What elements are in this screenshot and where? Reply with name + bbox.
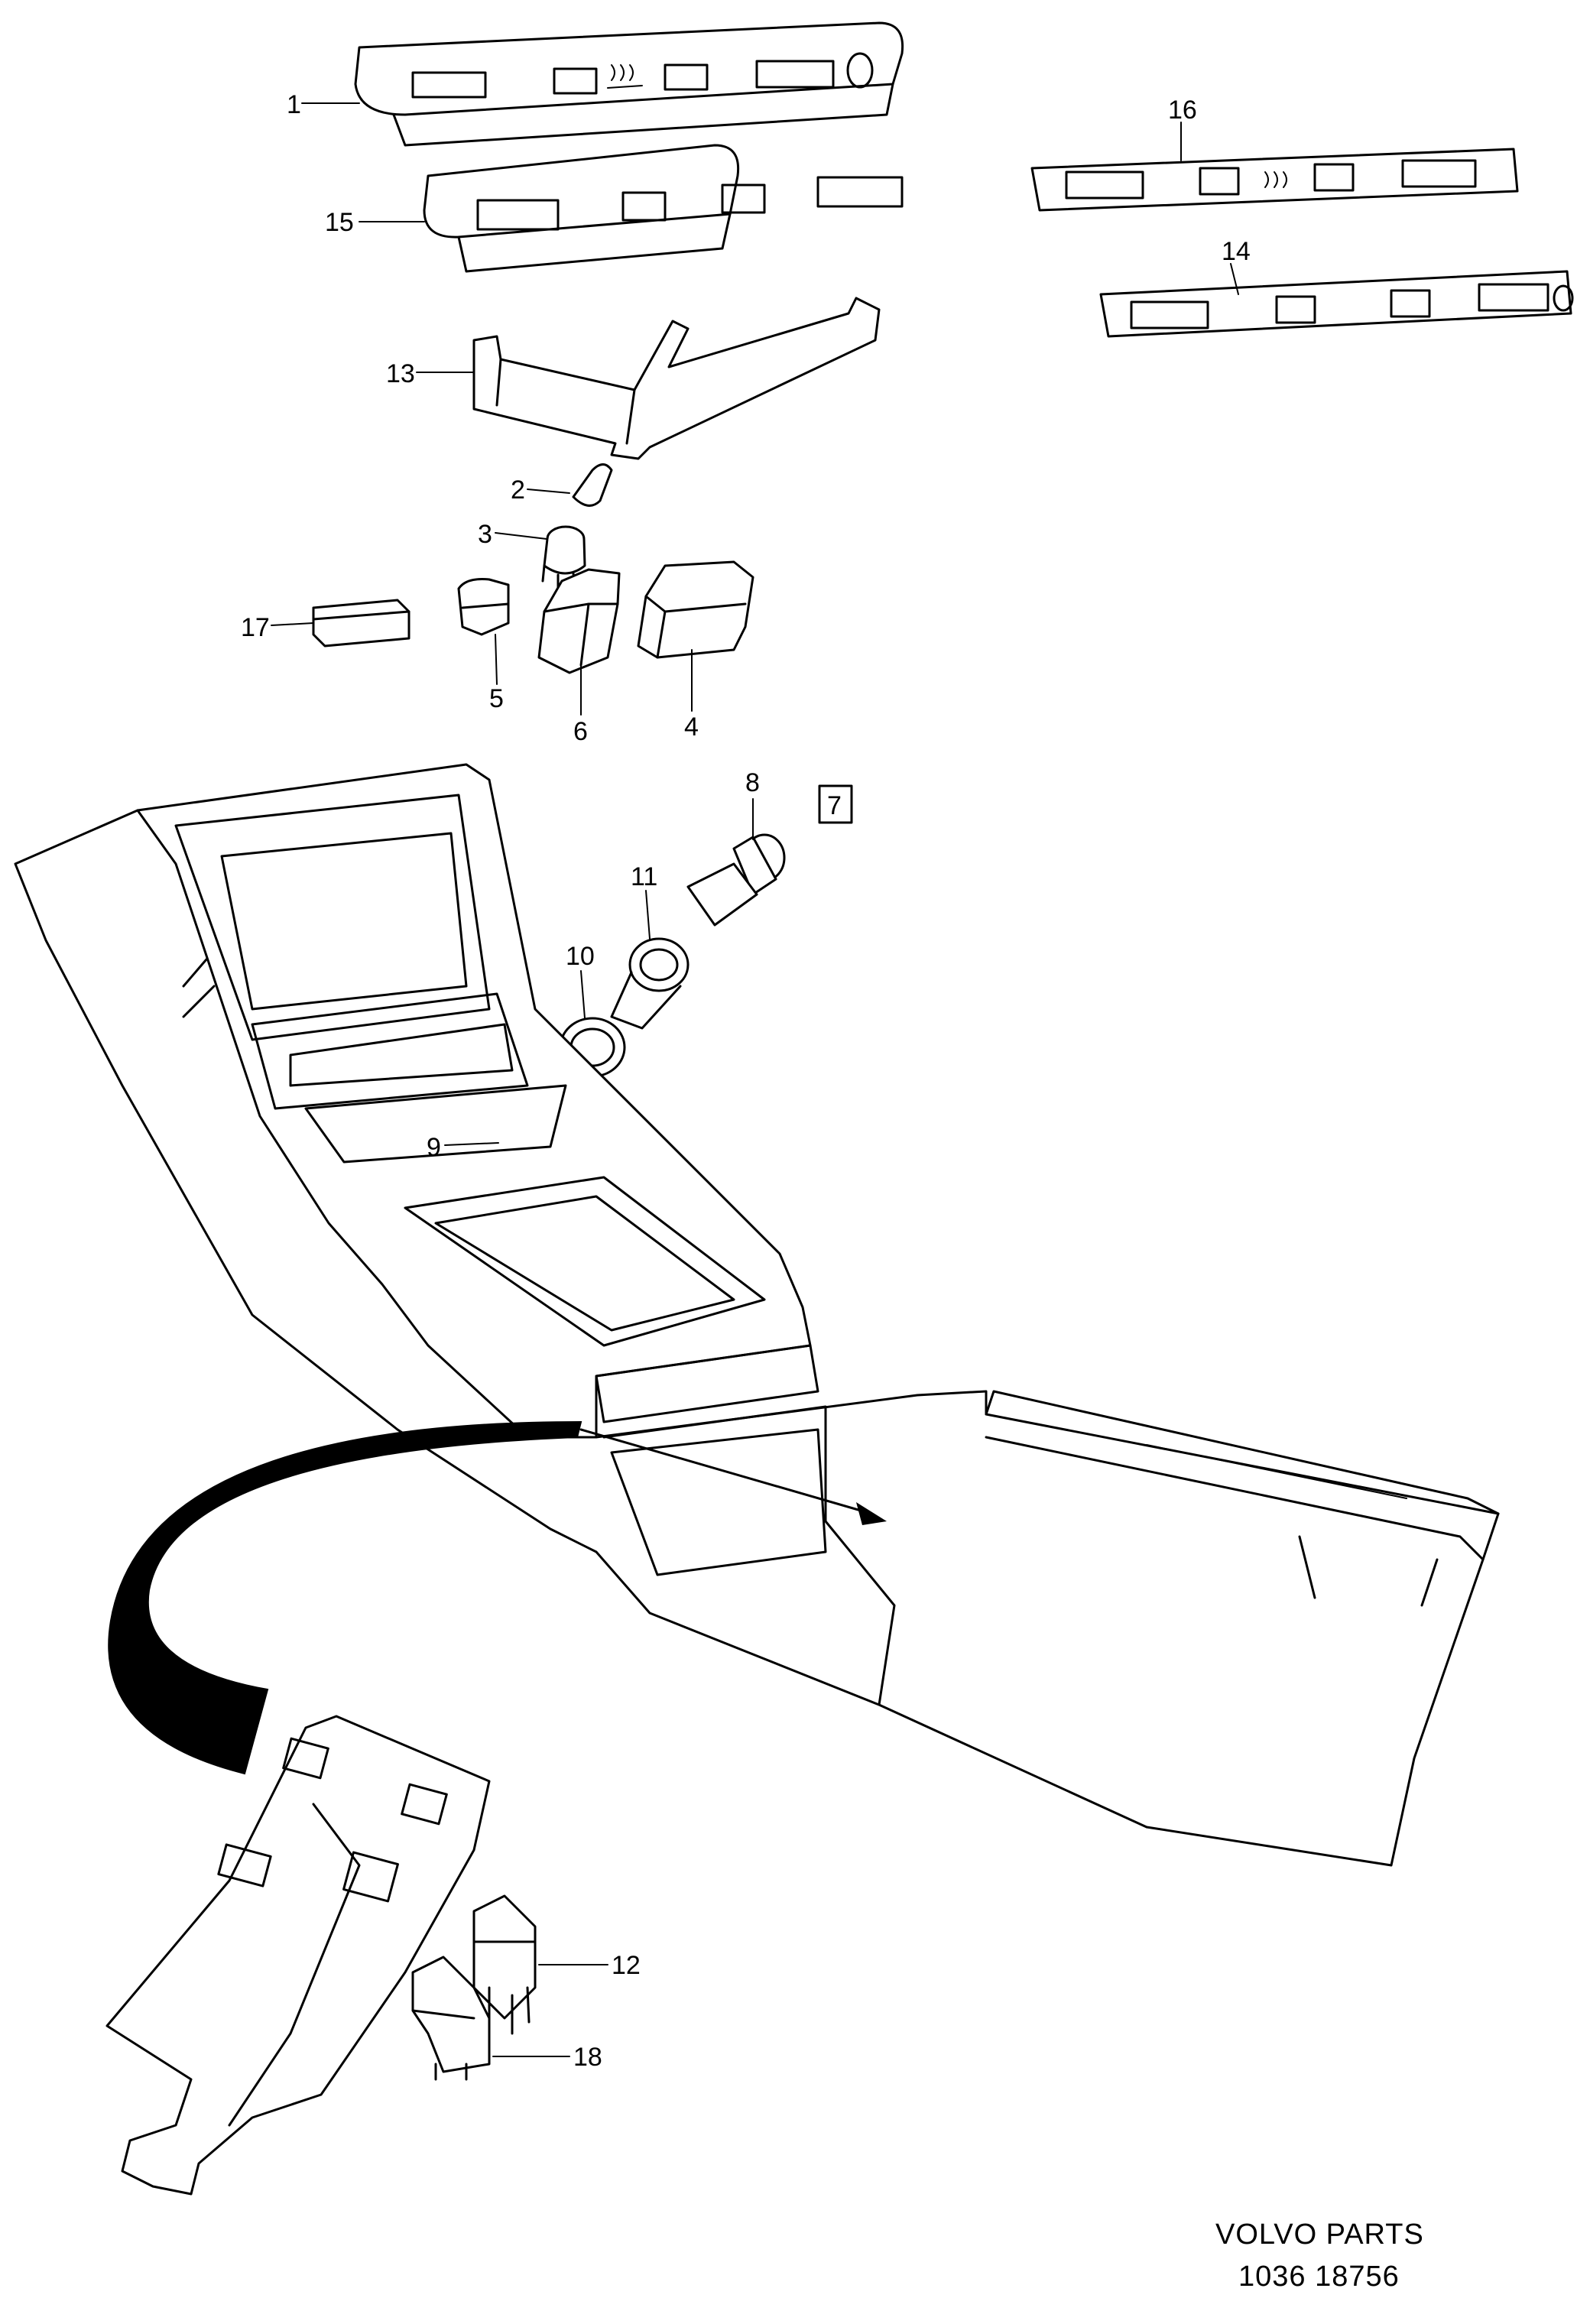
callout-16: 16 bbox=[1168, 96, 1197, 125]
leader-lines bbox=[271, 102, 1239, 2057]
callout-9: 9 bbox=[427, 1133, 441, 1162]
callout-labels: 1 15 16 14 13 2 3 17 5 6 4 8 11 10 9 12 … bbox=[241, 90, 1251, 2072]
lower-console-panel bbox=[105, 1715, 491, 2196]
part-5-switch bbox=[457, 578, 510, 636]
callout-6: 6 bbox=[573, 717, 588, 746]
curved-arrow bbox=[108, 1420, 887, 1775]
callout-12: 12 bbox=[612, 1951, 641, 1980]
part-1-switch-panel bbox=[354, 21, 904, 147]
part-6-switch bbox=[537, 568, 621, 674]
part-15-switch-panel bbox=[423, 144, 904, 273]
callout-7-box bbox=[818, 784, 853, 824]
footer-reference: VOLVO PARTS 1036 18756 bbox=[1215, 2219, 1424, 2293]
callout-3: 3 bbox=[478, 520, 492, 549]
callout-1: 1 bbox=[287, 90, 301, 119]
footer-number: 1036 18756 bbox=[1238, 2261, 1400, 2293]
callout-17: 17 bbox=[241, 613, 270, 642]
center-console bbox=[14, 763, 1500, 1867]
callout-5: 5 bbox=[489, 684, 504, 713]
callout-14: 14 bbox=[1222, 237, 1251, 266]
callout-13: 13 bbox=[386, 359, 415, 388]
part-18-switch bbox=[411, 1956, 491, 2081]
callout-2: 2 bbox=[511, 476, 525, 505]
callout-4: 4 bbox=[684, 712, 699, 742]
callout-18: 18 bbox=[573, 2043, 602, 2072]
part-11-lighter-ring bbox=[610, 937, 690, 1030]
callout-7: 7 bbox=[827, 791, 842, 820]
part-4-switch bbox=[637, 560, 754, 659]
callout-10: 10 bbox=[566, 942, 595, 971]
callout-8: 8 bbox=[745, 768, 760, 797]
part-16-trim-strip bbox=[1030, 148, 1519, 212]
part-2-bulb bbox=[572, 463, 613, 507]
callout-15: 15 bbox=[325, 208, 354, 237]
footer-brand: VOLVO PARTS bbox=[1215, 2219, 1424, 2251]
part-13-bracket bbox=[472, 297, 881, 460]
part-8-cigar-lighter bbox=[686, 833, 786, 927]
part-14-trim-strip bbox=[1099, 270, 1574, 338]
part-17-blank-cap bbox=[312, 599, 410, 648]
callout-11: 11 bbox=[631, 862, 657, 891]
